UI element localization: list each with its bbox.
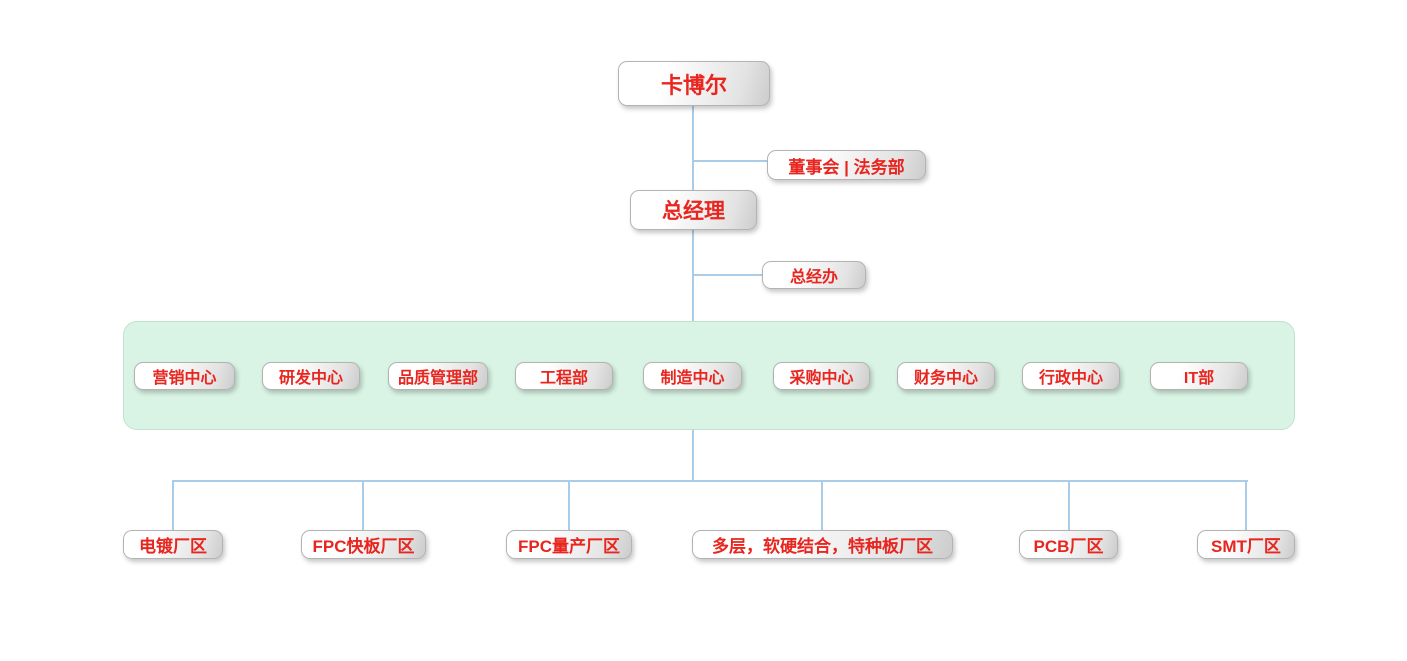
plant-electroplating-label: 电镀厂区: [139, 537, 207, 556]
dept-procurement-center-label: 采购中心: [789, 370, 854, 387]
plant-smt-node: SMT厂区: [1197, 530, 1295, 559]
plant-fpc-mass-production-node: FPC量产厂区: [506, 530, 632, 559]
dept-marketing-center-node: 营销中心: [134, 362, 235, 390]
connector-drop-pcb: [1068, 481, 1070, 530]
dept-engineering-label: 工程部: [539, 370, 588, 387]
plant-pcb-label: PCB厂区: [1033, 537, 1104, 556]
connector-drop-fpc-quickturn: [362, 481, 364, 530]
dept-finance-center-node: 财务中心: [897, 362, 995, 390]
company-root-label: 卡博尔: [660, 72, 727, 98]
dept-manufacturing-center-label: 制造中心: [660, 370, 725, 387]
dept-admin-center-node: 行政中心: [1022, 362, 1120, 390]
dept-manufacturing-center-node: 制造中心: [643, 362, 742, 390]
dept-finance-center-label: 财务中心: [913, 370, 978, 387]
dept-rd-center-node: 研发中心: [262, 362, 360, 390]
plant-fpc-quickturn-label: FPC快板厂区: [312, 537, 415, 556]
plant-fpc-quickturn-node: FPC快板厂区: [301, 530, 426, 559]
connector-drop-smt: [1245, 481, 1247, 530]
dept-engineering-node: 工程部: [515, 362, 613, 390]
dept-rd-center-label: 研发中心: [278, 370, 343, 387]
gm-office-label: 总经办: [789, 269, 838, 286]
plant-smt-label: SMT厂区: [1211, 537, 1281, 556]
plant-multilayer-rigidflex-special-node: 多层，软硬结合，特种板厂区: [692, 530, 953, 559]
company-root-node: 卡博尔: [618, 61, 770, 106]
dept-marketing-center-label: 营销中心: [152, 370, 217, 387]
general-manager-node: 总经理: [630, 190, 757, 230]
dept-quality-management-node: 品质管理部: [388, 362, 488, 390]
plant-electroplating-node: 电镀厂区: [123, 530, 223, 559]
general-manager-label: 总经理: [662, 200, 725, 223]
connector-root-to-gm: [692, 106, 694, 190]
dept-procurement-center-node: 采购中心: [773, 362, 870, 390]
board-legal-node: 董事会 | 法务部: [767, 150, 926, 180]
connector-drop-multilayer: [821, 481, 823, 530]
connector-drop-electroplating: [172, 481, 174, 530]
board-legal-label: 董事会 | 法务部: [788, 157, 905, 177]
dept-it-node: IT部: [1150, 362, 1248, 390]
connector-branch-board: [693, 160, 768, 162]
connector-departments-to-bus: [692, 430, 694, 481]
connector-bus-horizontal: [172, 480, 1248, 482]
dept-quality-management-label: 品质管理部: [397, 370, 478, 387]
dept-it-label: IT部: [1183, 370, 1215, 387]
plant-pcb-node: PCB厂区: [1019, 530, 1118, 559]
gm-office-node: 总经办: [762, 261, 866, 289]
connector-drop-fpc-mass: [568, 481, 570, 530]
plant-multilayer-rigidflex-special-label: 多层，软硬结合，特种板厂区: [712, 537, 933, 556]
plant-fpc-mass-production-label: FPC量产厂区: [518, 537, 620, 556]
dept-admin-center-label: 行政中心: [1038, 370, 1103, 387]
connector-branch-gm-office: [693, 274, 763, 276]
